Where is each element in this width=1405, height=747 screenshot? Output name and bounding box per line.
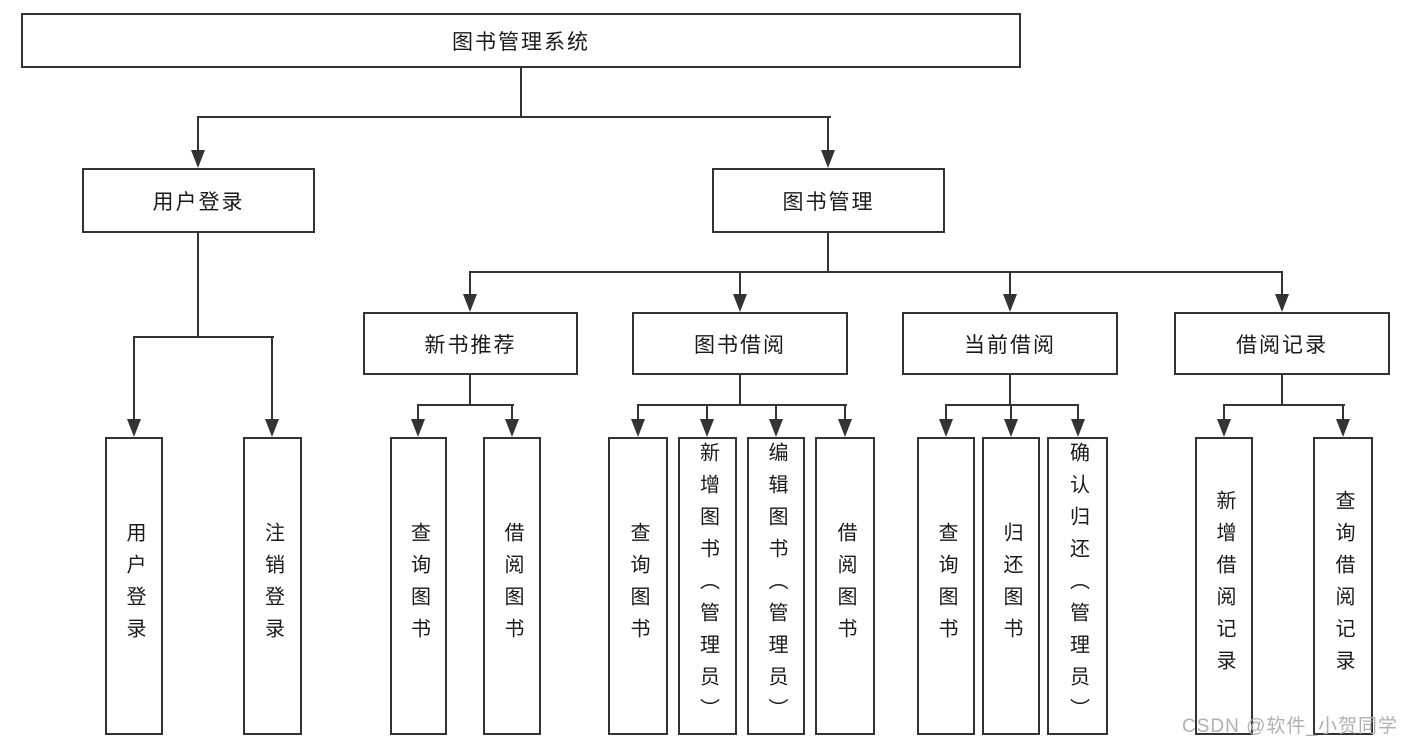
connector-book-management-stem — [827, 232, 829, 273]
node-label: 注销登录 — [261, 522, 284, 650]
node-label: 新书推荐 — [424, 333, 517, 357]
connector-current-stem — [1009, 374, 1011, 406]
node-label: 用户登录 — [152, 190, 245, 214]
connector-root-stem — [520, 68, 522, 118]
arrowhead-book-borrowing — [733, 294, 747, 312]
node-book-borrowing: 图书借阅 — [632, 312, 848, 375]
connector-drop-new-book-recommendation — [469, 271, 471, 296]
connector-drop-borrow-query — [637, 404, 639, 421]
node-label: 借阅记录 — [1236, 333, 1328, 357]
node-leaf-record-add-record: 新增借阅记录 — [1195, 437, 1253, 735]
node-label: 确认归还（管理员） — [1066, 442, 1089, 730]
node-label: 查询借阅记录 — [1332, 490, 1354, 682]
node-leaf-borrow-add-books-admin: 新增图书（管理员） — [678, 437, 737, 735]
connector-drop-recommend-query — [417, 404, 419, 421]
connector-user-login-hbar — [133, 336, 274, 338]
arrowhead-recommend-borrow — [505, 419, 519, 437]
node-user-login: 用户登录 — [82, 168, 315, 233]
node-leaf-logout: 注销登录 — [243, 437, 302, 735]
connector-borrowing-hbar — [637, 404, 847, 406]
arrowhead-current-borrowing — [1003, 294, 1017, 312]
node-label: 借阅图书 — [501, 522, 523, 650]
node-label: 图书管理 — [782, 190, 875, 214]
node-label: 编辑图书（管理员） — [765, 442, 787, 730]
node-label: 查询图书 — [935, 522, 957, 650]
connector-drop-borrowing-records — [1281, 271, 1283, 296]
connector-borrowing-stem — [739, 374, 741, 406]
arrowhead-user-login — [191, 150, 205, 168]
connector-drop-leaf-user-login — [133, 336, 135, 421]
node-borrowing-records: 借阅记录 — [1174, 312, 1390, 375]
arrowhead-borrow-borrow — [838, 419, 852, 437]
connector-current-hbar — [945, 404, 1079, 406]
node-new-book-recommendation: 新书推荐 — [363, 312, 578, 375]
connector-recommendation-stem — [469, 374, 471, 406]
node-book-management: 图书管理 — [712, 168, 945, 233]
node-leaf-record-query-record: 查询借阅记录 — [1313, 437, 1373, 735]
node-leaf-borrow-query-books: 查询图书 — [608, 437, 668, 735]
connector-drop-current-borrowing — [1009, 271, 1011, 296]
node-label: 用户登录 — [123, 522, 145, 650]
node-label: 图书借阅 — [694, 333, 786, 357]
node-leaf-borrow-borrow-books: 借阅图书 — [815, 437, 875, 735]
arrowhead-record-add — [1217, 419, 1231, 437]
arrowhead-borrow-add — [700, 419, 714, 437]
node-label: 图书管理系统 — [452, 30, 590, 54]
connector-book-management-hbar — [469, 271, 1283, 273]
arrowhead-borrowing-records — [1275, 294, 1289, 312]
node-library-management-system: 图书管理系统 — [21, 13, 1021, 68]
arrowhead-current-confirm — [1071, 419, 1085, 437]
csdn-watermark: CSDN @软件_小贺同学 — [1182, 716, 1398, 737]
node-label: 新增图书（管理员） — [696, 442, 719, 730]
node-leaf-current-query-books: 查询图书 — [917, 437, 975, 735]
connector-root-hbar — [197, 116, 831, 118]
node-label: 新增借阅记录 — [1213, 490, 1235, 682]
arrowhead-new-book-recommendation — [463, 294, 477, 312]
connector-drop-borrow-add — [706, 404, 708, 421]
connector-drop-record-query — [1342, 404, 1344, 421]
node-leaf-current-confirm-return-admin: 确认归还（管理员） — [1047, 437, 1108, 735]
node-leaf-current-return-books: 归还图书 — [982, 437, 1040, 735]
connector-drop-book-borrowing — [739, 271, 741, 296]
connector-records-hbar — [1223, 404, 1345, 406]
node-leaf-recommend-query-books: 查询图书 — [390, 437, 447, 735]
node-leaf-user-login: 用户登录 — [105, 437, 163, 735]
connector-recommendation-hbar — [417, 404, 514, 406]
connector-drop-book-management — [827, 116, 829, 152]
node-label: 归还图书 — [1000, 522, 1022, 650]
arrowhead-leaf-user-login — [127, 419, 141, 437]
connector-drop-current-return — [1010, 404, 1012, 421]
arrowhead-leaf-logout — [265, 419, 279, 437]
node-label: 当前借阅 — [964, 333, 1056, 357]
connector-drop-user-login — [197, 116, 199, 152]
connector-drop-leaf-logout — [271, 336, 273, 421]
arrowhead-current-query — [939, 419, 953, 437]
node-label: 查询图书 — [627, 522, 649, 650]
node-leaf-recommend-borrow-books: 借阅图书 — [483, 437, 541, 735]
connector-drop-borrow-borrow — [844, 404, 846, 421]
arrowhead-borrow-edit — [769, 419, 783, 437]
connector-user-login-stem — [197, 232, 199, 338]
arrowhead-record-query — [1336, 419, 1350, 437]
node-label: 查询图书 — [407, 522, 430, 650]
connector-records-stem — [1281, 374, 1283, 406]
node-label: 借阅图书 — [834, 522, 856, 650]
connector-drop-recommend-borrow — [511, 404, 513, 421]
node-current-borrowing: 当前借阅 — [902, 312, 1118, 375]
connector-drop-record-add — [1223, 404, 1225, 421]
arrowhead-recommend-query — [411, 419, 425, 437]
connector-drop-current-query — [945, 404, 947, 421]
arrowhead-book-management — [821, 150, 835, 168]
connector-drop-current-confirm — [1077, 404, 1079, 421]
node-leaf-borrow-edit-books-admin: 编辑图书（管理员） — [747, 437, 805, 735]
connector-drop-borrow-edit — [775, 404, 777, 421]
arrowhead-borrow-query — [631, 419, 645, 437]
arrowhead-current-return — [1004, 419, 1018, 437]
